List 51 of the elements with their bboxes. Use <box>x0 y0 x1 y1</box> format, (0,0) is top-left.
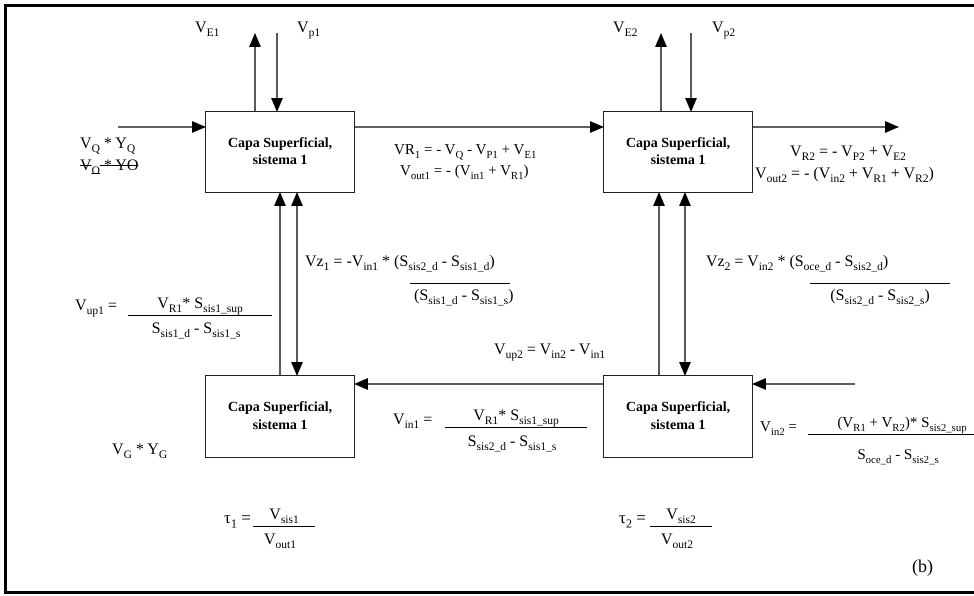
formula: Vz$_{1}$ = -V$_{in1}$ * (S$_{sis2_d}$ - S$_{sis1_d}$) <box>305 252 495 272</box>
arrow <box>653 192 665 375</box>
formula: Vz$_{2}$ = V$_{in2}$ * (S$_{oce_d}$ - S$_{sis2_d}$) <box>706 252 888 272</box>
formula: V$_{out1}$ <box>262 530 298 550</box>
arrow <box>274 192 286 375</box>
arrow <box>354 378 603 390</box>
variable-label: V$_{E1}$ <box>195 18 220 38</box>
formula: V$_{up2}$ = V$_{in2}$ - V$_{in1}$ <box>494 340 606 360</box>
formula: V$_{R2}$ = - V$_{P2}$ + V$_{E2}$ <box>790 142 906 162</box>
formula: V$_{out2}$ <box>660 530 694 550</box>
formula: V$_{up1}$ = <box>75 296 117 316</box>
formula: V$_{in2}$ = <box>760 418 797 436</box>
formula: S$_{sis1_d}$ - S$_{sis1_s}$ <box>150 319 242 338</box>
arrow <box>271 33 283 112</box>
formula: S$_{sis2_d}$ - S$_{sis1_s}$ <box>466 432 558 452</box>
formula: V$_{Q}$ * Y$_{Q}$ <box>80 134 136 154</box>
arrow <box>249 33 261 111</box>
box-label: Capa Superficial, sistema 1 <box>226 399 334 434</box>
process-box <box>603 111 753 193</box>
box-label: Capa Superficial, sistema 1 <box>624 134 732 170</box>
formula: (V$_{R1}$ + V$_{R2}$)* S$_{sis2_sup}$ <box>808 414 974 435</box>
variable-label: V$_{p2}$ <box>712 18 736 38</box>
arrow <box>655 33 667 111</box>
arrow <box>118 121 206 133</box>
figure-label: (b) <box>912 556 933 578</box>
arrow <box>679 192 691 376</box>
formula: S$_{oce_d}$ - S$_{sis2_s}$ <box>856 446 940 464</box>
arrow <box>355 121 604 133</box>
process-box <box>603 375 753 458</box>
formula: V$_{out2}$ = - (V$_{in2}$ + V$_{R1}$ + V$_{R2}$) <box>755 164 934 184</box>
formula: V$_{sis1}$ <box>253 505 315 528</box>
formula: V$_{R1}$* S$_{sis1_sup}$ <box>128 294 272 316</box>
arrow <box>752 378 855 390</box>
process-box <box>205 375 355 458</box>
variable-label: V$_{p1}$ <box>297 18 320 38</box>
arrow <box>291 192 303 376</box>
formula: τ$_{2}$ = <box>619 508 646 528</box>
formula: V$_{out1}$ = - (V$_{in1}$ + V$_{R1}$) <box>400 162 529 180</box>
arrow <box>685 33 697 112</box>
formula: V$_{sis2}$ <box>650 505 712 528</box>
arrow <box>753 121 899 133</box>
formula: V$_{R1}$* S$_{sis1_sup}$ <box>445 406 587 428</box>
process-box <box>205 111 355 193</box>
box-label: Capa Superficial, sistema 1 <box>226 134 334 170</box>
box-label: Capa Superficial, sistema 1 <box>624 399 732 434</box>
formula: τ$_{1}$ = <box>224 508 251 528</box>
variable-label: V$_{E2}$ <box>613 18 638 38</box>
formula: VR$_{1}$ = - V$_{Q}$ - V$_{P1}$ + V$_{E1}$ <box>394 141 536 159</box>
formula: V$_{G}$ * Y$_{G}$ <box>112 440 168 460</box>
formula: V$_{in1}$ = <box>393 410 432 430</box>
formula: (S$_{sis2_d}$ - S$_{sis2_s}$) <box>810 283 950 306</box>
